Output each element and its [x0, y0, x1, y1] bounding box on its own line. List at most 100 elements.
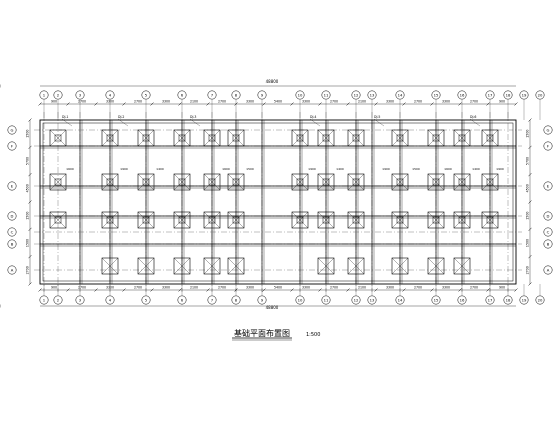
right-axis-label-1: F [547, 143, 549, 148]
column-17 [208, 178, 216, 186]
right-axis-bubble-2 [543, 181, 553, 191]
footing-tag-leader-1 [117, 118, 129, 127]
footing-diag-b-37 [453, 211, 471, 229]
column-28 [142, 216, 150, 224]
top-axis-bubble-3 [105, 90, 115, 100]
column-14 [106, 178, 114, 186]
left-axis-label-0: G [11, 127, 14, 132]
footing-1 [101, 129, 119, 147]
bottom-axis-bubble-8 [257, 295, 267, 305]
footing-low-diag-b-2 [173, 257, 191, 275]
left-axis-label-2: E [11, 183, 14, 188]
footing-diag-b-8 [347, 129, 365, 147]
column-18 [232, 178, 240, 186]
footing-diag-b-36 [427, 211, 445, 229]
top-dim-tick-5 [178, 102, 182, 106]
bottom-axis-bubble-6 [207, 295, 217, 305]
left-axis-label-5: B [11, 241, 14, 246]
footing-4 [203, 129, 221, 147]
footing-diag-b-18 [227, 173, 245, 191]
footing-size-label-4: 1500 [246, 167, 254, 171]
top-dim-label-0: 900 [51, 100, 57, 104]
footing-size-label-3: 1600 [222, 167, 230, 171]
bottom-dim-tick-12 [374, 288, 378, 292]
top-dim-tick-3 [122, 102, 126, 106]
footing-16 [173, 173, 191, 191]
footing-diag-b-34 [347, 211, 365, 229]
footing-low-diag-b-3 [203, 257, 221, 275]
left-dim-label-3: 1500 [26, 212, 30, 220]
footing-low-5 [317, 257, 335, 275]
footing-diag-b-33 [317, 211, 335, 229]
right-axis-label-5: B [547, 241, 550, 246]
left-axis-bubble-4 [7, 227, 17, 237]
left-axis-label-6: A [11, 267, 14, 272]
column-4 [208, 134, 216, 142]
top-axis-label-12: 13 [370, 92, 375, 97]
footing-diag-b-28 [137, 211, 155, 229]
top-dim-label-15: 2700 [470, 100, 478, 104]
footing-32 [291, 211, 309, 229]
column-20 [322, 178, 330, 186]
footing-diag-b-35 [391, 211, 409, 229]
footing-3 [173, 129, 191, 147]
footing-30 [203, 211, 221, 229]
left-dim-tick-4 [28, 227, 32, 232]
top-axis-bubble-17 [503, 90, 513, 100]
bottom-dim-tick-8 [262, 288, 266, 292]
top-dim-tick-10 [318, 102, 322, 106]
footing-size-label-2: 1400 [156, 167, 164, 171]
footing-13 [49, 173, 67, 191]
footing-tag-leader-5 [469, 118, 481, 127]
left-axis-bubble-5 [7, 239, 17, 249]
footing-diag-b-22 [391, 173, 409, 191]
top-axis-bubble-4 [141, 90, 151, 100]
top-axis-bubble-1 [53, 90, 63, 100]
footing-diag-b-12 [481, 129, 499, 147]
top-dim-label-11: 2100 [358, 100, 366, 104]
footing-diag-b-24 [453, 173, 471, 191]
right-axis-bubble-0 [543, 125, 553, 135]
bottom-axis-label-8: 9 [261, 297, 264, 302]
left-axis-bubble-3 [7, 211, 17, 221]
footing-size-label-0: 1600 [66, 167, 74, 171]
top-dim-label-13: 2700 [414, 100, 422, 104]
bottom-dim-tick-14 [430, 288, 434, 292]
bottom-dim-label-11: 2100 [358, 286, 366, 290]
column-34 [352, 216, 360, 224]
top-dim-tick-12 [374, 102, 378, 106]
bottom-axis-label-2: 3 [79, 297, 82, 302]
left-dim-label-1: 5700 [26, 157, 30, 165]
footing-diag-b-32 [291, 211, 309, 229]
top-axis-bubble-11 [351, 90, 361, 100]
column-31 [232, 216, 240, 224]
footing-diag-b-1 [101, 129, 119, 147]
bottom-axis-bubble-7 [231, 295, 241, 305]
column-3 [178, 134, 186, 142]
left-dim-tick-6 [28, 282, 32, 286]
footing-low-1 [137, 257, 155, 275]
footing-tag-2: DJ-3 [190, 115, 196, 119]
bottom-axis-label-6: 7 [211, 297, 214, 302]
bottom-axis-label-1: 2 [57, 297, 60, 302]
drawing-title: 基础平面布置图 [234, 328, 290, 338]
column-23 [432, 178, 440, 186]
top-axis-bubble-8 [257, 90, 267, 100]
column-19 [296, 178, 304, 186]
column-25 [486, 178, 494, 186]
footing-18 [227, 173, 245, 191]
top-axis-label-11: 12 [354, 92, 359, 97]
footing-diag-b-4 [203, 129, 221, 147]
bottom-dim-tick-1 [66, 288, 70, 292]
outer-beam-inner [42, 122, 514, 282]
column-35 [396, 216, 404, 224]
bottom-axis-bubble-10 [321, 295, 331, 305]
overall-dimension-top: 48800 [266, 79, 279, 84]
footing-36 [427, 211, 445, 229]
bottom-axis-label-14: 15 [434, 297, 439, 302]
bottom-dim-label-6: 2700 [218, 286, 226, 290]
right-axis-bubble-1 [543, 141, 553, 151]
bottom-axis-label-9: 10 [298, 297, 303, 302]
right-axis-label-0: G [547, 127, 550, 132]
